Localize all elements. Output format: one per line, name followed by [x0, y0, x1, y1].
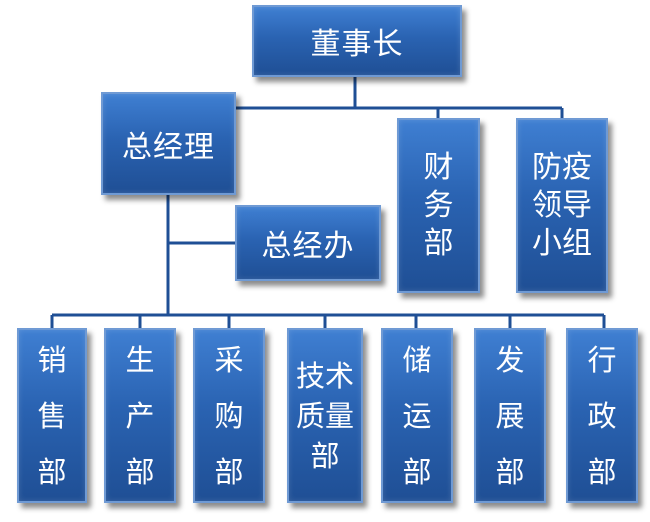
- node-finance-char-1: 财: [423, 149, 454, 185]
- node-epidemic-line-3: 小组: [532, 225, 592, 261]
- node-admin: 行 政 部: [566, 328, 638, 503]
- node-sales-char-3: 部: [37, 454, 67, 489]
- node-epidemic-line-2: 领导: [532, 187, 592, 223]
- node-finance-char-2: 务: [423, 187, 454, 223]
- node-production-char-3: 部: [125, 454, 155, 489]
- node-chairman-label: 董事长: [310, 27, 404, 62]
- node-production-char-2: 产: [125, 398, 155, 433]
- node-general-manager: 总经理: [101, 92, 236, 195]
- node-tech-quality-line-2: 质量: [295, 398, 354, 433]
- node-admin-char-2: 政: [587, 398, 617, 433]
- node-development: 发 展 部: [474, 328, 546, 503]
- node-logistics-char-2: 运: [402, 398, 432, 433]
- node-tech-quality-line-3: 部: [310, 438, 340, 473]
- node-production: 生 产 部: [104, 328, 176, 503]
- node-development-char-2: 展: [495, 398, 525, 433]
- node-sales: 销 售 部: [17, 328, 87, 503]
- node-finance: 财 务 部: [397, 118, 480, 293]
- node-logistics-char-3: 部: [402, 454, 432, 489]
- node-finance-char-3: 部: [423, 225, 454, 261]
- node-sales-char-2: 售: [37, 398, 67, 433]
- node-epidemic-line-1: 防疫: [532, 149, 592, 185]
- node-gm-office: 总经办: [235, 205, 381, 281]
- node-development-char-3: 部: [495, 454, 525, 489]
- node-tech-quality: 技术 质量 部: [287, 328, 363, 503]
- node-logistics-char-1: 储: [402, 342, 432, 377]
- node-admin-char-1: 行: [587, 342, 617, 377]
- node-purchasing-char-2: 购: [214, 398, 244, 433]
- node-development-char-1: 发: [495, 342, 525, 377]
- node-purchasing: 采 购 部: [193, 328, 265, 503]
- node-gm-office-label: 总经办: [261, 229, 355, 264]
- node-production-char-1: 生: [125, 342, 155, 377]
- node-purchasing-char-1: 采: [214, 342, 244, 377]
- node-general-manager-label: 总经理: [122, 129, 215, 165]
- node-epidemic-group: 防疫 领导 小组: [516, 118, 608, 293]
- node-sales-char-1: 销: [37, 342, 67, 377]
- node-logistics: 储 运 部: [381, 328, 453, 503]
- node-tech-quality-line-1: 技术: [295, 358, 354, 393]
- node-chairman: 董事长: [252, 5, 462, 77]
- node-purchasing-char-3: 部: [214, 454, 244, 489]
- node-admin-char-3: 部: [587, 454, 617, 489]
